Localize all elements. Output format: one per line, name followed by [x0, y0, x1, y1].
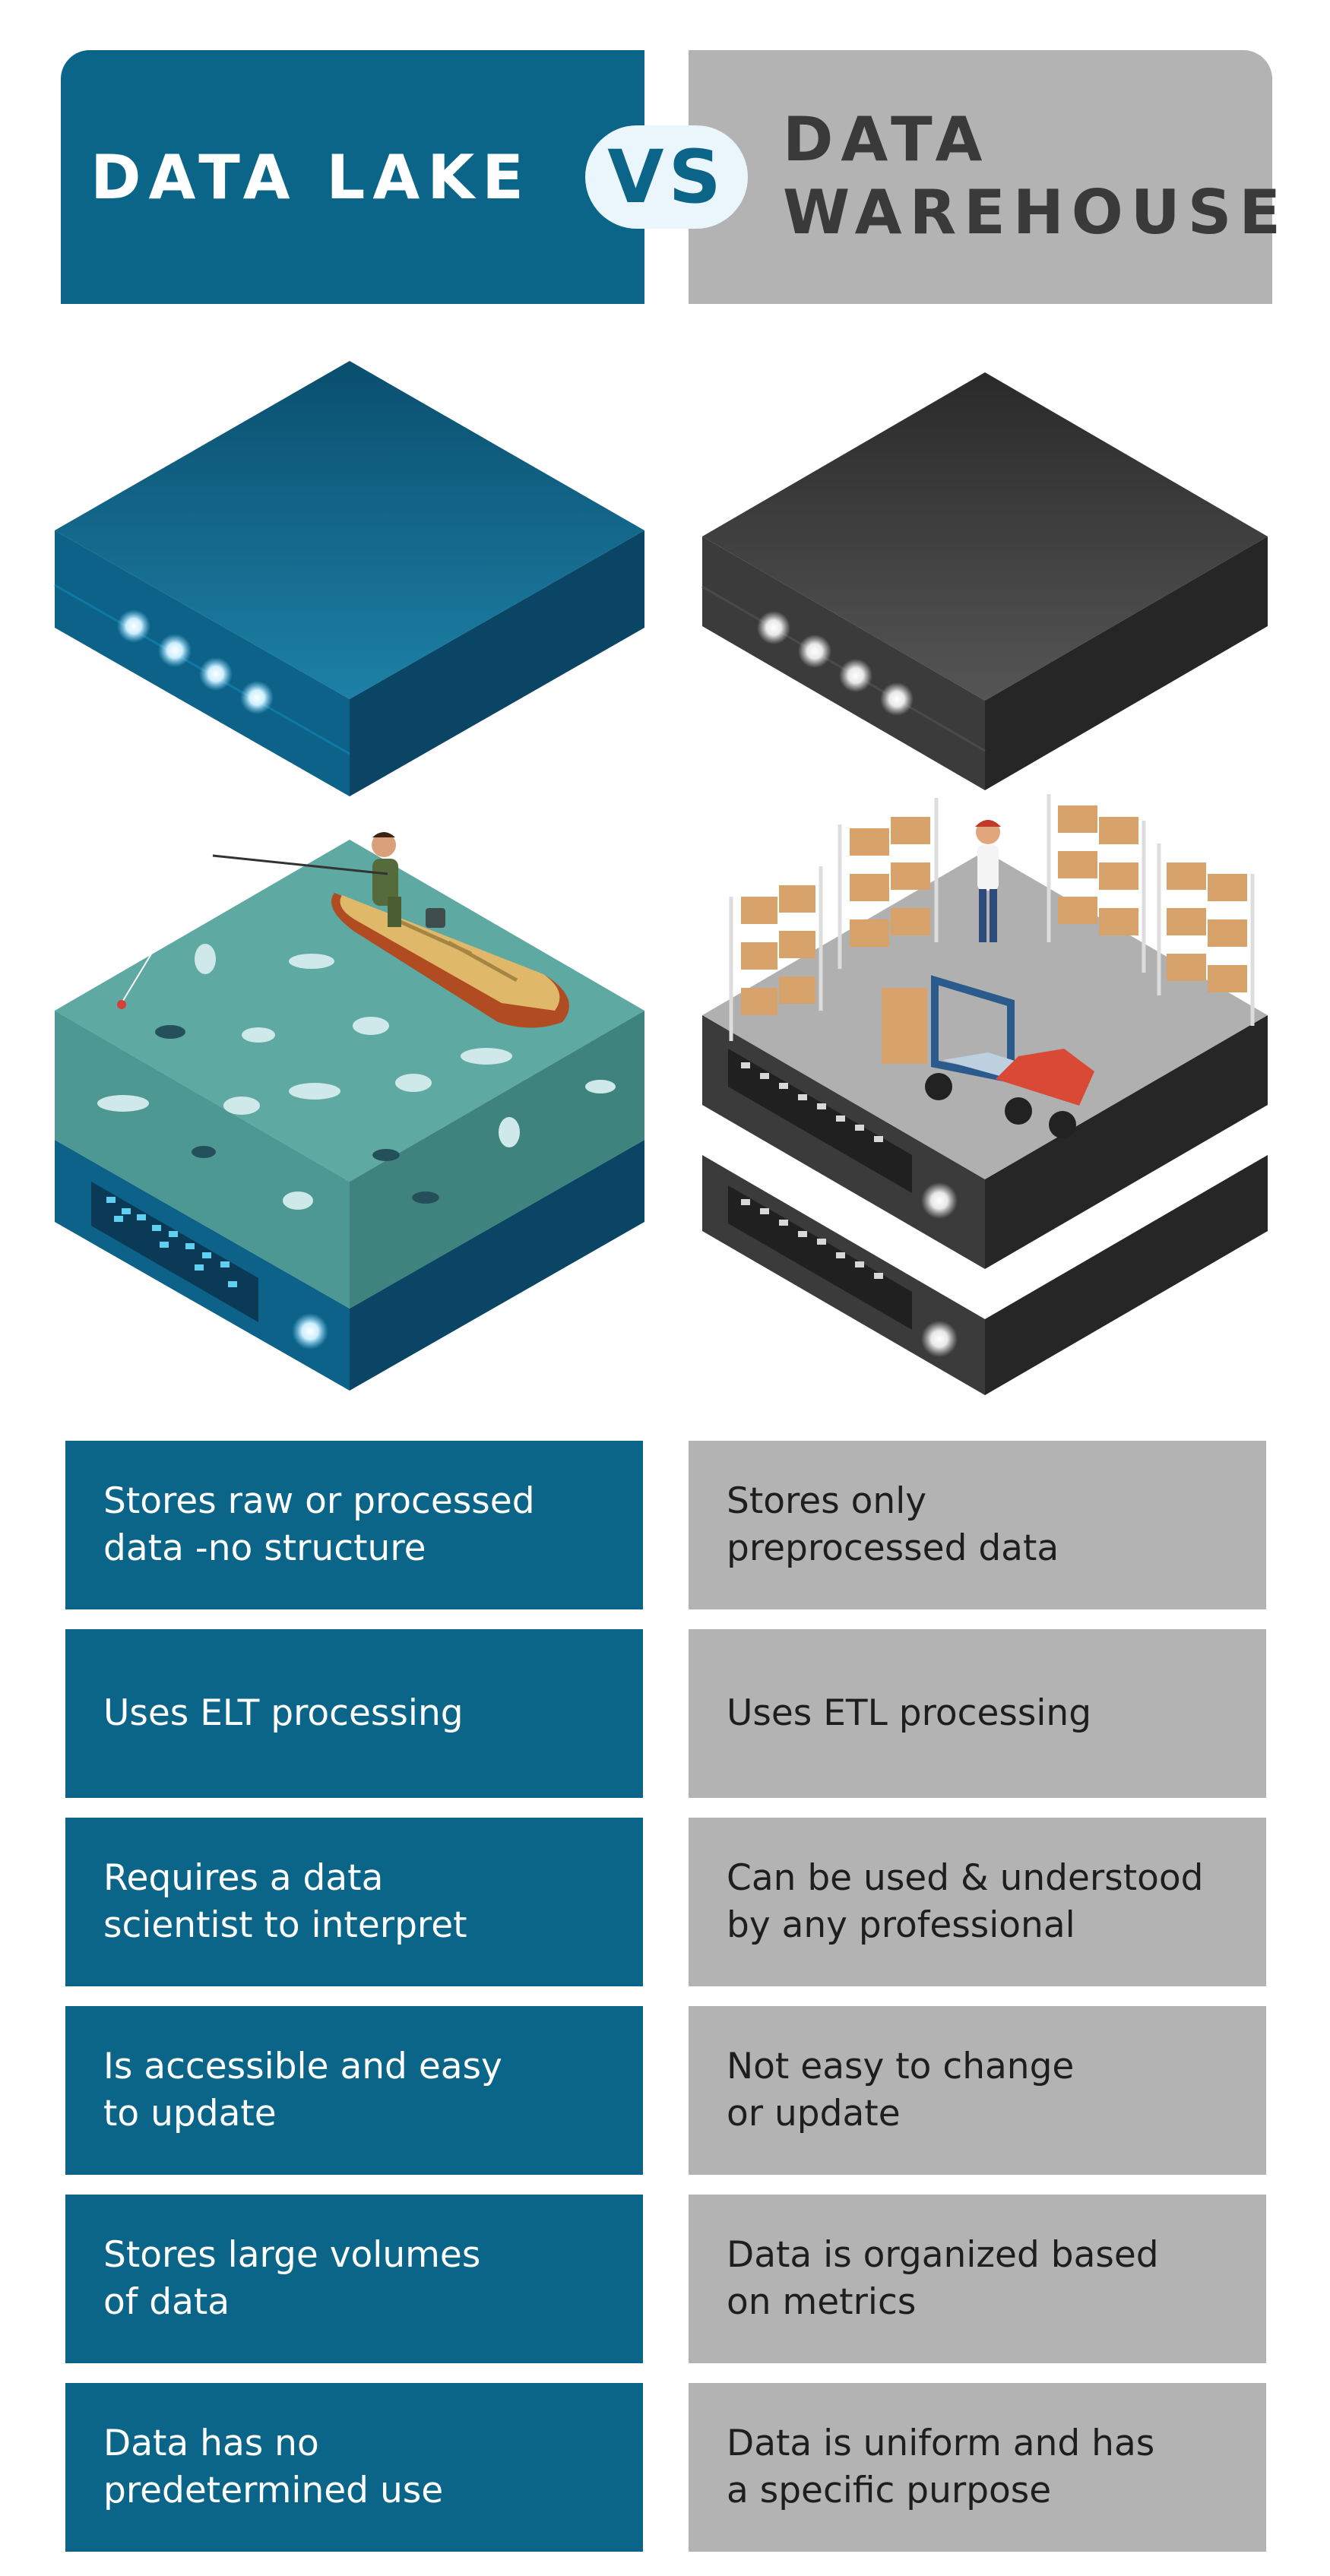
- data-lake-feature-1: Stores raw or processed data -no structu…: [65, 1441, 643, 1609]
- data-warehouse-title: DATA WAREHOUSE: [783, 104, 1288, 248]
- fish-icon: [97, 944, 616, 1210]
- warehouse-bottom-server-icon: [702, 1155, 1268, 1395]
- data-warehouse-feature-3: Can be used & understood by any professi…: [689, 1818, 1266, 1986]
- data-lake-feature-6: Data has no predetermined use: [65, 2383, 643, 2552]
- shelves-boxes-icon: [729, 794, 1255, 1041]
- data-lake-title: DATA LAKE: [90, 141, 531, 213]
- data-warehouse-feature-2: Uses ETL processing: [689, 1629, 1266, 1798]
- data-warehouse-feature-4: Not easy to change or update: [689, 2006, 1266, 2175]
- header-data-warehouse-panel: [689, 50, 1272, 304]
- data-lake-feature-5: Stores large volumes of data: [65, 2195, 643, 2363]
- data-warehouse-feature-6: Data is uniform and has a specific purpo…: [689, 2383, 1266, 2552]
- forklift-icon: [882, 975, 1094, 1138]
- header-data-lake-panel: [61, 50, 644, 304]
- vs-badge: VS: [585, 125, 748, 229]
- lake-bottom-server-icon: [55, 1140, 644, 1391]
- data-lake-feature-2: Uses ELT processing: [65, 1629, 643, 1798]
- warehouse-top-server-icon: [701, 372, 1268, 790]
- fisherman-boat-icon: [212, 832, 569, 1028]
- data-warehouse-feature-1: Stores only preprocessed data: [689, 1441, 1266, 1609]
- worker-icon: [975, 820, 1001, 942]
- data-warehouse-feature-5: Data is organized based on metrics: [689, 2195, 1266, 2363]
- illustration-area: [54, 361, 1268, 1395]
- lake-top-server-icon: [54, 361, 644, 796]
- lake-water-block: [55, 840, 644, 1309]
- data-lake-feature-3: Requires a data scientist to interpret: [65, 1818, 643, 1986]
- data-lake-feature-4: Is accessible and easy to update: [65, 2006, 643, 2175]
